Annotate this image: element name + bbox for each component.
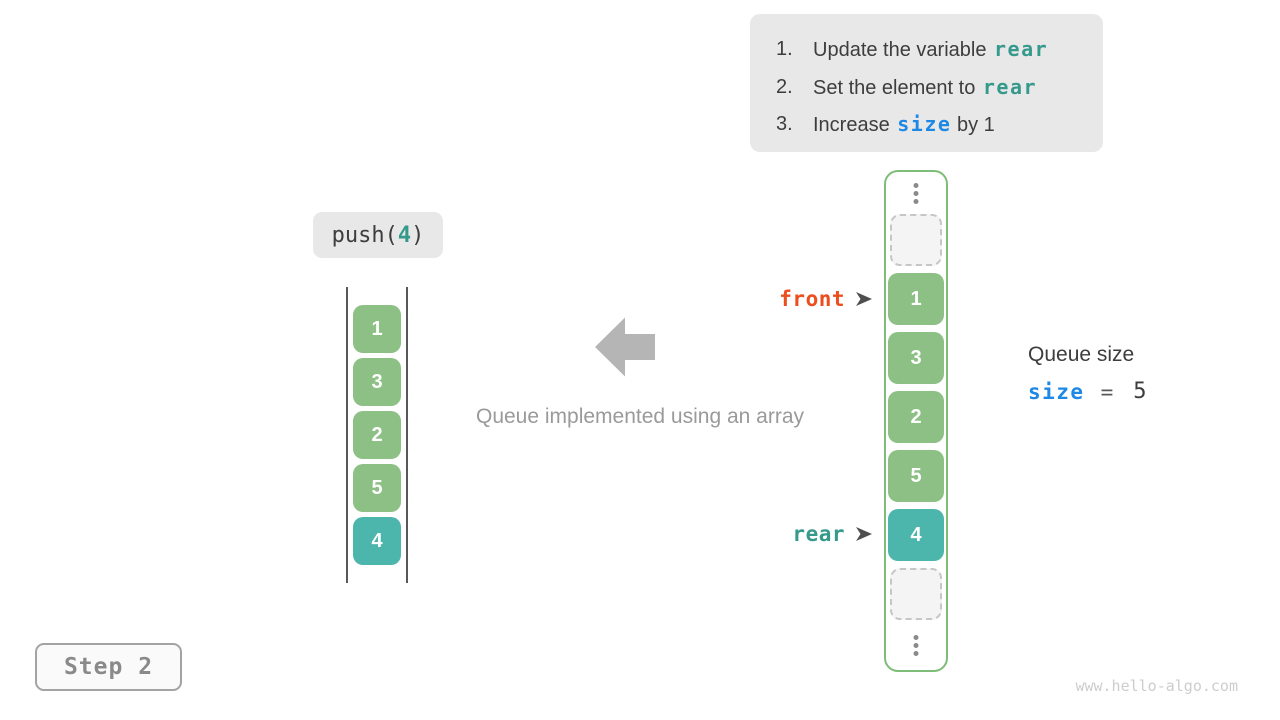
rear-pointer-label: rear <box>792 522 845 546</box>
instruction-suffix: by 1 <box>951 114 995 136</box>
empty-array-slot <box>890 568 942 620</box>
ellipsis-icon <box>913 635 919 656</box>
instruction-number: 2. <box>776 75 793 98</box>
instruction-text: Set the element to rear <box>813 69 1037 107</box>
push-argument: 4 <box>397 222 412 248</box>
left-block-arrow-icon <box>595 317 655 377</box>
queue-array-panel: 1 3 2 5 4 <box>884 170 948 672</box>
instruction-item-3: 3. Increase size by 1 <box>776 106 1083 144</box>
code-token-size: size <box>897 112 952 136</box>
array-cell: 2 <box>888 391 944 443</box>
instruction-text: Increase size by 1 <box>813 106 995 144</box>
array-rail-left <box>346 287 348 583</box>
queue-cell: 2 <box>353 411 401 459</box>
rear-pointer: rear <box>792 520 872 548</box>
instruction-item-1: 1. Update the variable rear <box>776 31 1083 69</box>
watermark: www.hello-algo.com <box>1075 677 1238 695</box>
left-queue-array: 1 3 2 5 4 <box>353 305 401 565</box>
step-badge: Step 2 <box>35 643 182 691</box>
queue-size-title: Queue size <box>1028 343 1135 366</box>
instruction-text: Update the variable rear <box>813 31 1048 69</box>
empty-array-slot <box>890 214 942 266</box>
queue-size-info: Queue size size = 5 <box>1028 343 1146 404</box>
instruction-item-2: 2. Set the element to rear <box>776 69 1083 107</box>
push-close: ) <box>411 222 425 248</box>
instruction-box: 1. Update the variable rear 2. Set the e… <box>750 14 1103 152</box>
equals-sign: = <box>1100 379 1114 404</box>
code-token-rear: rear <box>982 74 1038 99</box>
pointer-arrow-icon <box>856 527 872 541</box>
code-token-rear: rear <box>994 37 1049 61</box>
push-open: push( <box>331 222 398 248</box>
queue-cell: 1 <box>353 305 401 353</box>
array-cell: 5 <box>888 450 944 502</box>
instruction-prefix: Update the variable <box>813 39 993 61</box>
queue-cell: 5 <box>353 464 401 512</box>
pointer-arrow-icon <box>856 292 872 306</box>
ellipsis-icon <box>913 183 919 204</box>
push-operation-label: push(4) <box>313 212 443 258</box>
array-cell: 3 <box>888 332 944 384</box>
diagram-caption: Queue implemented using an array <box>475 405 805 428</box>
size-value: 5 <box>1133 379 1147 404</box>
instruction-number: 1. <box>776 38 793 60</box>
queue-cell: 3 <box>353 358 401 406</box>
front-pointer: front <box>779 285 872 313</box>
array-cell-rear: 4 <box>888 509 944 561</box>
front-pointer-label: front <box>779 287 845 311</box>
queue-size-value-line: size = 5 <box>1028 379 1146 404</box>
size-variable: size <box>1028 379 1085 404</box>
array-cell: 1 <box>888 273 944 325</box>
instruction-prefix: Increase <box>813 114 896 136</box>
instruction-number: 3. <box>776 113 793 135</box>
instruction-prefix: Set the element to <box>813 76 981 99</box>
queue-cell-pushed: 4 <box>353 517 401 565</box>
array-rail-right <box>406 287 408 583</box>
